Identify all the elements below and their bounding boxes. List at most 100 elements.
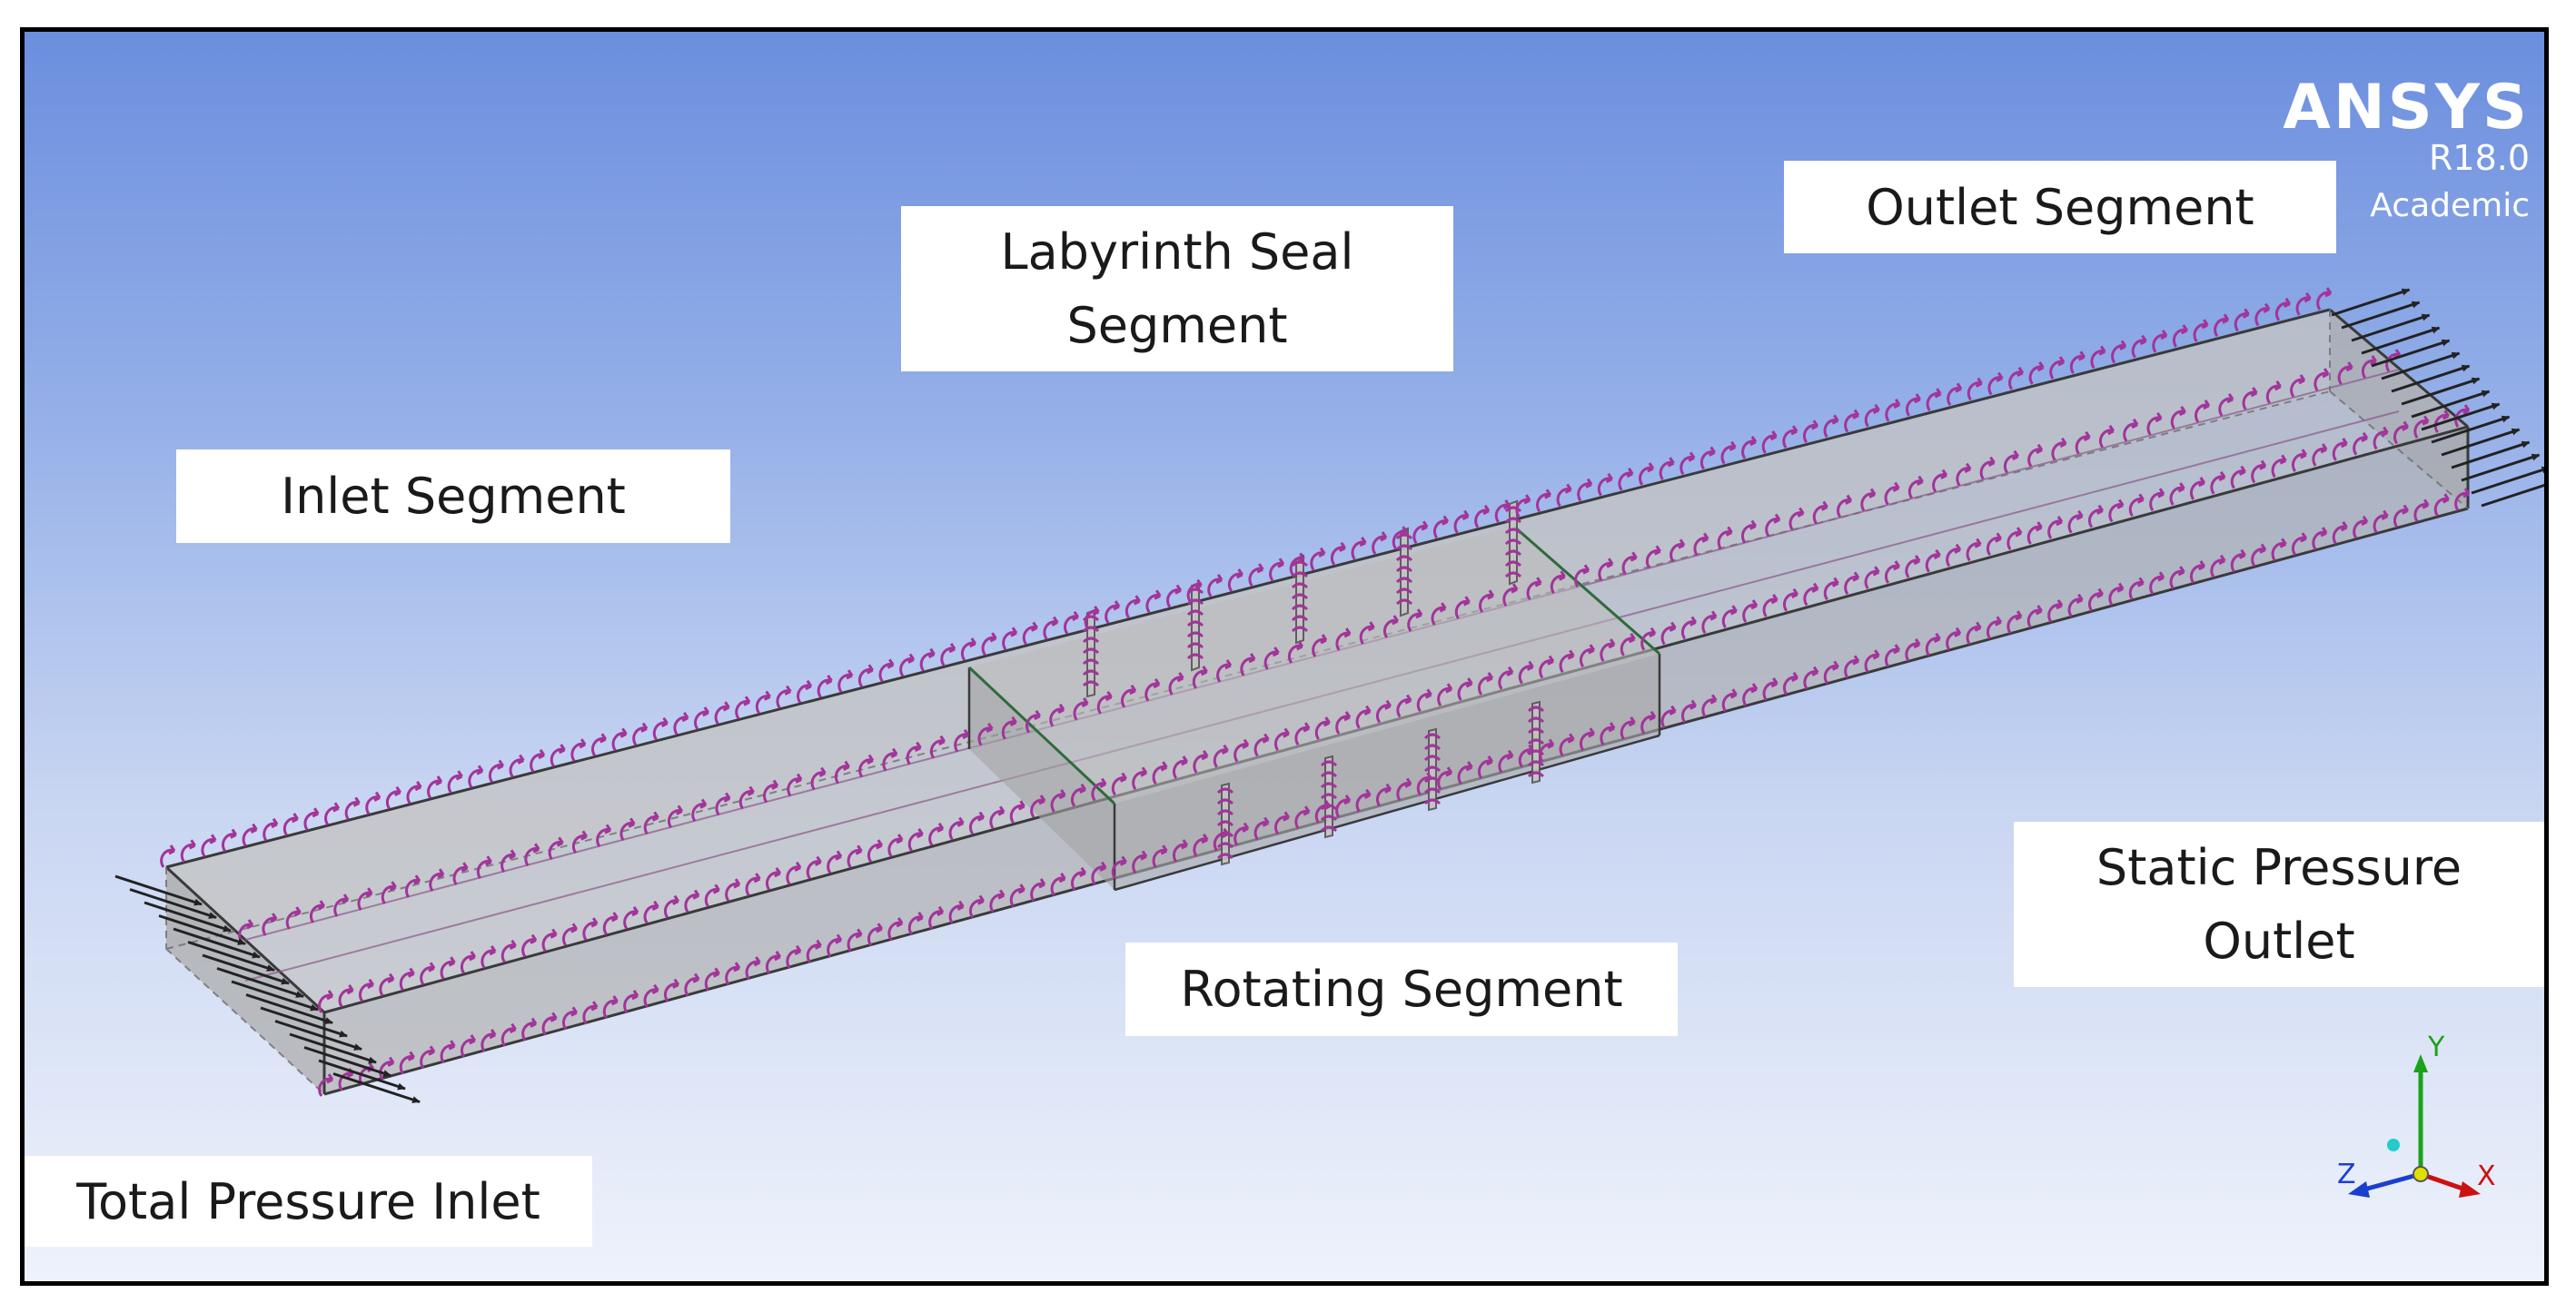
z-axis-label: Z [2337, 1159, 2356, 1190]
tooth-rotation-symbol [1423, 798, 1442, 805]
tooth-rotation-symbol [1291, 593, 1309, 600]
rotation-symbol-front-edge [1111, 772, 1127, 796]
rotation-symbol-mid-edge [977, 722, 994, 746]
rotation-symbol-front-edge [1477, 672, 1494, 696]
rotation-symbol-mid-edge [262, 913, 278, 936]
rotation-symbol-front-edge [867, 839, 884, 864]
rotation-symbol-front-edge [2271, 454, 2287, 479]
rotation-symbol-bottom-edge [928, 905, 945, 930]
rotation-symbol-back-edge [468, 765, 484, 789]
rotation-symbol-back-edge [776, 685, 792, 709]
rotation-symbol-front-edge [827, 850, 843, 874]
outlet-flow-arrow [2471, 466, 2544, 495]
rotation-symbol-bottom-edge [1375, 783, 1392, 807]
tooth-rotation-symbol [1186, 631, 1204, 638]
rotation-symbol-back-edge [1125, 595, 1141, 619]
rotation-symbol-bottom-edge [1925, 632, 1941, 656]
rotation-symbol-bottom-edge [1193, 834, 1209, 857]
rotation-symbol-back-edge [1269, 558, 1285, 582]
rotation-symbol-mid-edge [381, 881, 397, 904]
rotation-symbol-back-edge [1947, 382, 1963, 407]
rotation-symbol-bottom-edge [1884, 644, 1901, 667]
rotation-symbol-back-edge [509, 754, 525, 778]
rotation-symbol-bottom-edge [643, 983, 659, 1008]
rotation-symbol-back-edge [2274, 297, 2292, 321]
rotation-symbol-back-edge [365, 791, 381, 815]
rotation-symbol-back-edge [344, 796, 361, 821]
rotation-symbol-mid-edge [1121, 684, 1137, 708]
rotation-symbol-back-edge [2214, 313, 2230, 338]
rotation-symbol-mid-edge [1216, 659, 1233, 683]
rotation-symbol-back-edge [385, 785, 401, 810]
rotation-symbol-mid-edge [452, 862, 469, 886]
inlet-flow-arrow [318, 1059, 406, 1091]
rotation-symbol-back-edge [735, 696, 751, 720]
rotation-symbol-bottom-edge [2006, 610, 2023, 635]
tooth-rotation-symbol [1082, 626, 1100, 633]
axis-triad[interactable]: Y X Z [2333, 1029, 2497, 1210]
rotation-symbol-bottom-edge [2454, 488, 2471, 511]
rotation-symbol-mid-edge [1144, 678, 1161, 702]
rotation-symbol-bottom-edge [1966, 621, 1982, 646]
rotation-symbol-bottom-edge [1457, 761, 1473, 785]
rotation-symbol-back-edge [1227, 568, 1243, 592]
inlet-flow-arrow [216, 967, 304, 998]
rotation-symbol-bottom-edge [1273, 811, 1291, 835]
rotation-symbol-bottom-edge [623, 990, 639, 1013]
inlet-segment-text: Inlet Segment [281, 468, 626, 525]
rotation-symbol-front-edge [440, 956, 456, 980]
tooth-rotation-symbol [1423, 755, 1442, 762]
rotation-symbol-front-edge [602, 912, 619, 935]
rotation-symbol-back-edge [2193, 319, 2209, 342]
rotation-symbol-mid-edge [1240, 653, 1256, 676]
outlet-flow-arrow [2361, 326, 2441, 355]
rotation-symbol-front-edge [1335, 711, 1352, 735]
rotation-symbol-bottom-edge [602, 995, 619, 1019]
rotation-symbol-back-edge [1432, 515, 1450, 539]
rotation-symbol-bottom-edge [2312, 527, 2328, 550]
rotation-symbol-back-edge [1967, 377, 1983, 401]
rotation-symbol-back-edge [180, 839, 196, 864]
outlet-flow-arrow [2441, 428, 2521, 457]
tooth-rotation-symbol [1527, 706, 1545, 713]
rotation-symbol-front-edge [420, 962, 436, 986]
rotation-symbol-bottom-edge [318, 1073, 334, 1097]
rotation-symbol-mid-edge [1598, 558, 1614, 582]
rotation-symbol-mid-edge [1574, 564, 1590, 588]
rotation-symbol-mid-edge [1717, 526, 1733, 550]
rotation-symbol-back-edge [1186, 578, 1203, 603]
rotation-symbol-mid-edge [405, 874, 421, 899]
rotation-symbol-mid-edge [500, 849, 517, 874]
inlet-flow-arrow [303, 1046, 391, 1077]
rotation-symbol-back-edge [550, 744, 566, 767]
rotation-symbol-back-edge [2234, 308, 2250, 332]
rotation-symbol-bottom-edge [2067, 593, 2084, 617]
rotation-symbol-bottom-edge [725, 962, 741, 985]
y-axis-label: Y [2427, 1032, 2445, 1063]
rotation-symbol-front-edge [1437, 683, 1453, 707]
rotation-symbol-front-edge [968, 811, 986, 835]
rotation-symbol-back-edge [981, 632, 997, 656]
rotation-symbol-front-edge [1946, 543, 1962, 568]
rotation-symbol-bottom-edge [1314, 800, 1331, 824]
rotation-symbol-front-edge [1660, 621, 1677, 646]
rotation-symbol-bottom-edge [1172, 839, 1189, 863]
inlet-flow-arrow [274, 1020, 362, 1051]
rotation-symbol-bottom-edge [663, 978, 680, 1002]
inlet-flow-arrow [187, 941, 275, 972]
rotation-symbol-front-edge [1782, 587, 1799, 612]
rotation-symbol-bottom-edge [765, 951, 782, 974]
rotation-symbol-front-edge [2230, 465, 2246, 489]
rotation-symbol-mid-edge [738, 785, 755, 810]
rotation-symbol-mid-edge [1479, 589, 1495, 614]
rotation-symbol-front-edge [1375, 699, 1392, 724]
rotation-symbol-bottom-edge [1335, 795, 1352, 818]
outlet-flow-arrow [2341, 301, 2421, 330]
rotation-symbol-bottom-edge [827, 933, 843, 958]
rotation-symbol-mid-edge [1049, 703, 1065, 727]
rotation-symbol-bottom-edge [1721, 688, 1738, 713]
rotation-symbol-bottom-edge [2353, 515, 2369, 539]
rotation-symbol-mid-edge [619, 817, 636, 842]
rotating-segment-label: Rotating Segment [1125, 943, 1678, 1036]
rotation-symbol-bottom-edge [968, 894, 986, 919]
